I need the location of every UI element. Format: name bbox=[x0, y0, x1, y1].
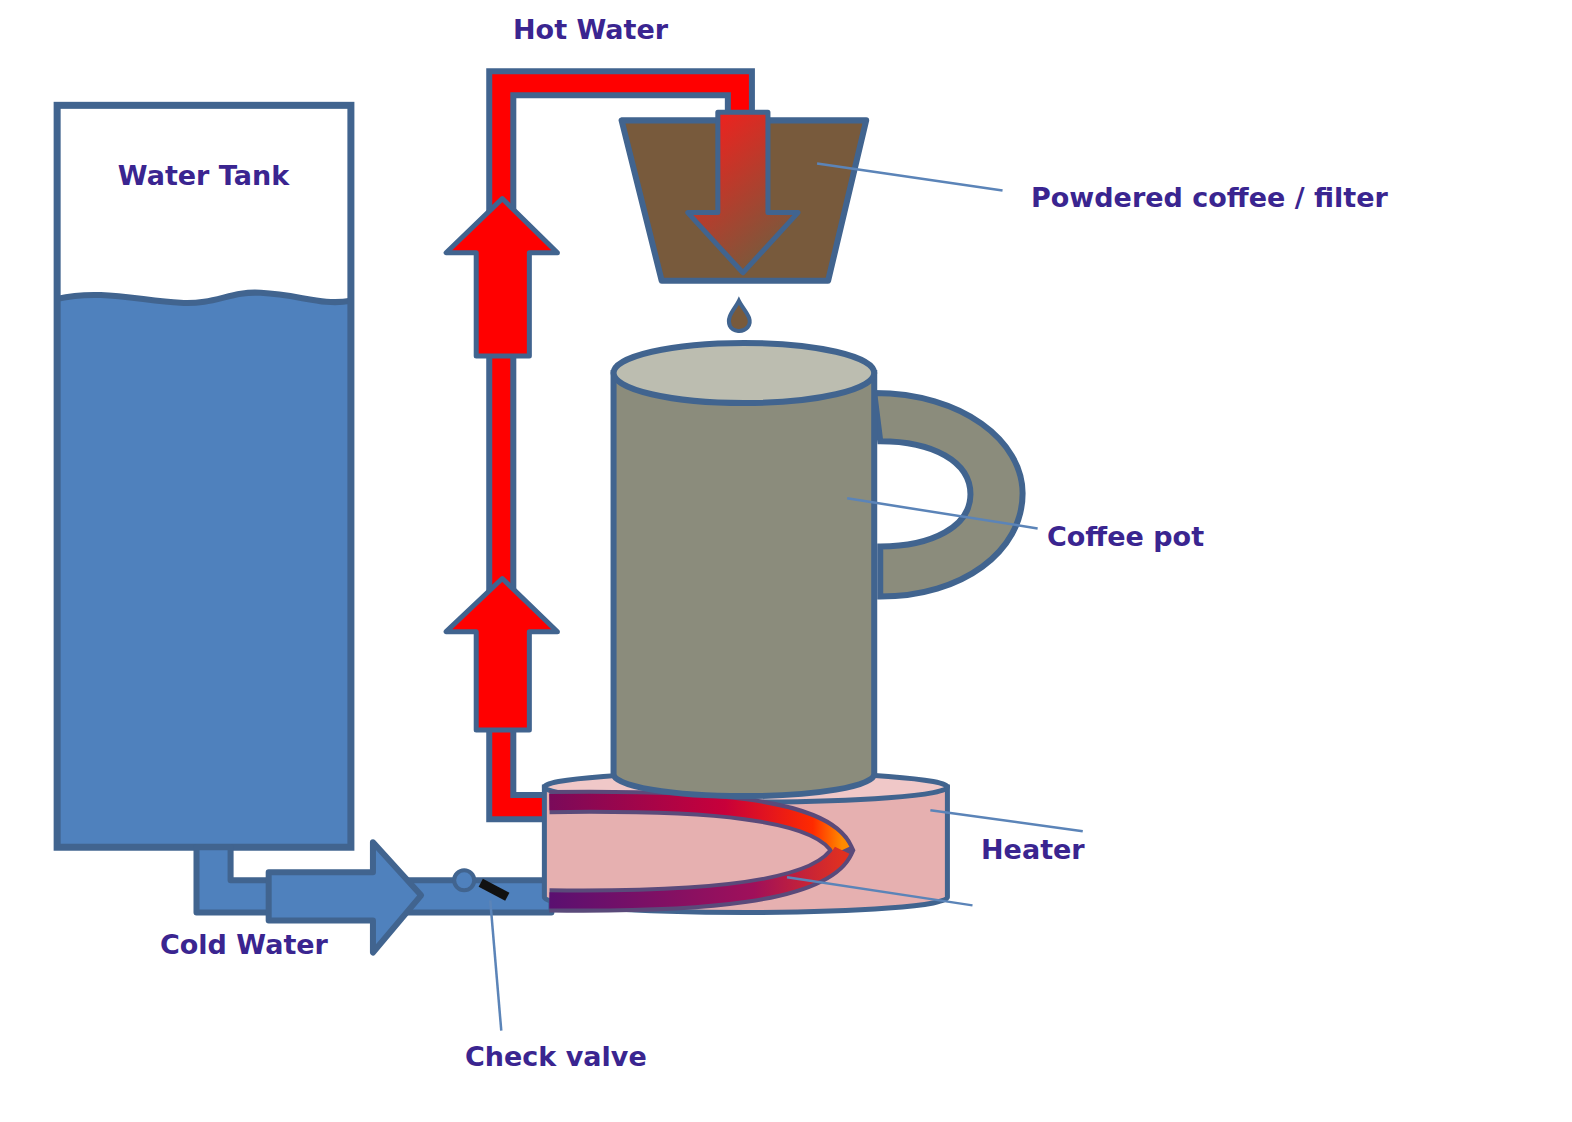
part-label: Hot Water bbox=[513, 14, 668, 46]
tank-label-box: Water Tank bbox=[60, 140, 347, 210]
part-label: Heater bbox=[981, 834, 1085, 866]
water-tank bbox=[57, 105, 351, 847]
coffee-drop bbox=[729, 301, 750, 331]
leader-lines bbox=[490, 163, 1083, 1030]
coffee-filter bbox=[622, 112, 867, 280]
part-label: Coffee pot bbox=[1047, 521, 1204, 553]
part-label: Powdered coffee / filter bbox=[1031, 182, 1388, 214]
part-label: Cold Water bbox=[160, 929, 328, 961]
part-label: Check valve bbox=[465, 1041, 647, 1073]
check-valve bbox=[454, 870, 509, 901]
coffee-pot bbox=[614, 343, 1023, 796]
node-title: Water Tank bbox=[118, 160, 289, 191]
